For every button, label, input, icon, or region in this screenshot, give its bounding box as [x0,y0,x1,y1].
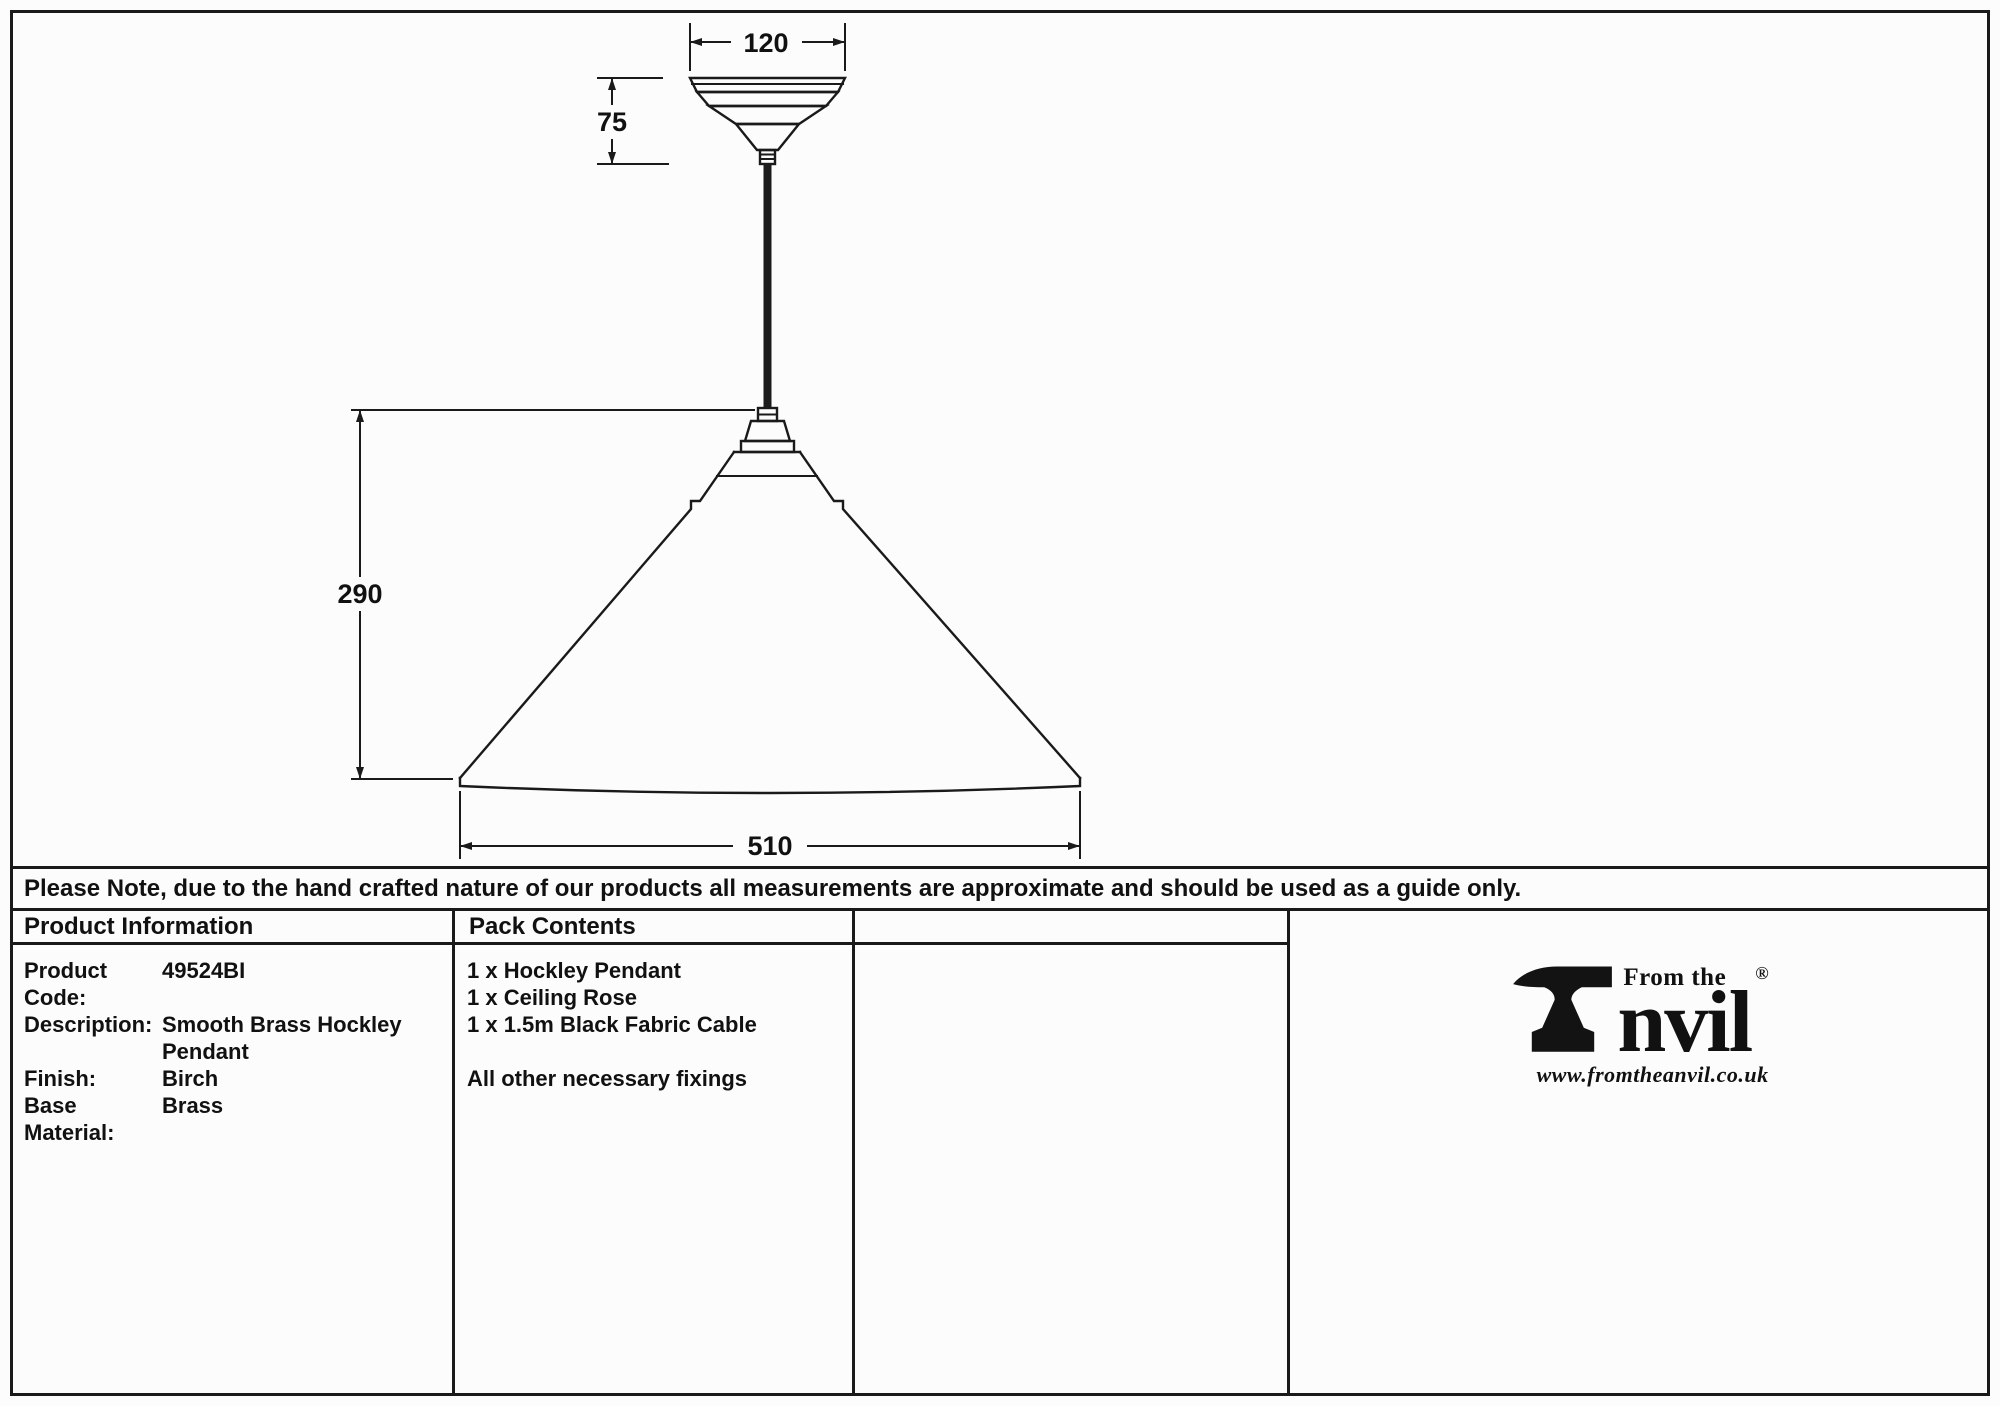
spec-value: Birch [162,1066,219,1091]
pack-item: 1 x Hockley Pendant [467,958,681,983]
pendant-drawing-svg: 120 75 [327,23,1082,863]
info-panel: Please Note, due to the hand crafted nat… [10,866,1990,1396]
logo-website: www.fromtheanvil.co.uk [1536,1062,1769,1087]
dimension-rose-width: 120 [689,23,846,71]
spec-row-finish: Finish: Birch [24,1065,452,1092]
dim-label-75: 75 [597,107,627,137]
measurement-note: Please Note, due to the hand crafted nat… [24,874,1522,902]
dimension-shade-height: 290 [327,409,755,780]
pack-item: All other necessary fixings [467,1066,747,1091]
pack-item: 1 x 1.5m Black Fabric Cable [467,1012,757,1037]
spec-row-product-code: Product Code: 49524BI [24,957,452,1011]
dimension-rose-height: 75 [590,77,669,165]
measurement-note-row: Please Note, due to the hand crafted nat… [10,869,1990,911]
pendant-shade [458,450,1082,795]
logo-from-the: From the [1623,964,1727,991]
spec-row-description: Description: Smooth Brass Hockley Pendan… [24,1011,452,1065]
from-the-anvil-logo: From the nvil ® www.fromtheanvil.co.uk [1511,961,1769,1088]
pack-contents-body: 1 x Hockley Pendant 1 x Ceiling Rose 1 x… [455,945,855,1396]
fabric-cable [763,164,772,408]
spec-label: Finish: [24,1066,97,1091]
ceiling-rose [688,76,847,166]
empty-body-cell [855,945,1290,1396]
spec-value: Brass [162,1093,224,1118]
product-information-body: Product Code: 49524BI Description: Smoot… [10,945,455,1396]
dim-label-120: 120 [743,28,788,58]
spec-label: Base Material: [24,1093,115,1145]
empty-header-cell [855,911,1290,945]
spec-label: Description: [24,1012,153,1037]
spec-label: Product Code: [24,958,108,1010]
spec-row-base-material: Base Material: Brass [24,1092,452,1146]
dim-label-290: 290 [337,579,382,609]
product-table: Product Information Pack Contents Produc… [10,911,1990,1396]
spec-value: Smooth Brass Hockley Pendant [162,1012,402,1064]
pack-item: 1 x Ceiling Rose [467,985,637,1010]
logo-text: From the nvil [1617,961,1753,1071]
pack-contents-header: Pack Contents [455,911,855,945]
dimension-shade-width: 510 [459,791,1081,863]
logo-row: From the nvil ® [1511,961,1769,1071]
lamp-holder [739,406,796,454]
spec-value: 49524BI [162,958,246,983]
product-information-header: Product Information [10,911,455,945]
pendant-technical-drawing: 120 75 [327,23,1082,863]
dim-label-510: 510 [747,831,792,861]
logo-brand: nvil [1617,974,1753,1071]
brand-logo-cell: From the nvil ® www.fromtheanvil.co.uk [1290,911,1990,1396]
anvil-icon [1513,966,1613,1052]
registered-trademark-symbol: ® [1755,963,1769,983]
